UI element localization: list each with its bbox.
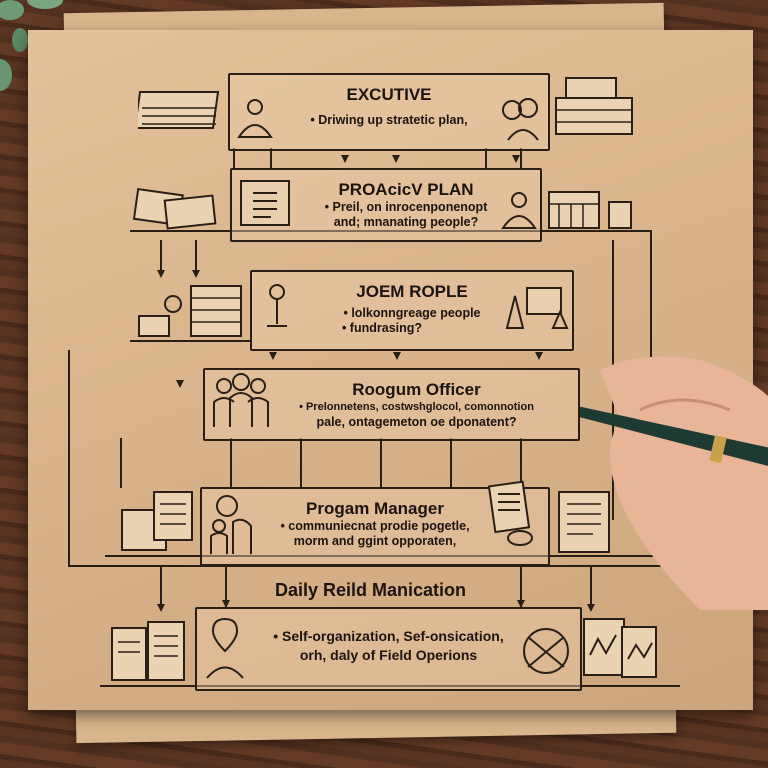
document-icon [488, 480, 533, 546]
joem-bullet-2: • fundrasing? [341, 321, 423, 335]
manager-title: Progam Manager [306, 499, 444, 518]
people-icon [502, 98, 539, 141]
plant-leaves-icon [0, 0, 63, 91]
book-stack-icon [555, 77, 633, 135]
officer-title: Roogum Officer [352, 380, 481, 399]
field-bullet-2: orh, daly of Field Operions [299, 647, 478, 663]
map-marker-person-icon [206, 617, 244, 679]
joem-role-box: JOEM ROPLE • lolkonngreage people • fund… [250, 270, 574, 351]
joem-bullet-1: • lolkonngreage people [343, 306, 481, 320]
team-icon [213, 373, 269, 427]
officer-box: Roogum Officer • Prelonnetens, costwshgl… [203, 368, 580, 441]
manager-bullet-1: • communiecnat prodie pogetle, [280, 519, 470, 533]
chart-papers-icon [583, 618, 657, 678]
person-icon [237, 99, 273, 138]
joem-title: JOEM ROPLE [356, 282, 468, 301]
checklist-icon [121, 491, 193, 551]
building-and-cup-icon [548, 191, 632, 229]
family-icon [210, 495, 252, 554]
proactive-bullet-1: • Preil, on inrocenponenopt [324, 200, 488, 214]
paper-stack-icon [138, 91, 220, 129]
report-papers-icon [558, 491, 610, 553]
person-icon [501, 192, 537, 229]
manager-bullet-2: morm and ggint opporaten, [293, 534, 457, 548]
compass-map-icon [523, 628, 569, 674]
location-pin-icon [267, 284, 287, 327]
clipboard-icon [240, 180, 290, 226]
field-bullet-1: • Self-organization, Sef-onsication, [273, 628, 504, 644]
officer-bullet-2: pale, ontagemeton oe dponatent? [316, 415, 517, 429]
executive-box: EXCUTIVE • Driwing up stratetic plan, [228, 73, 550, 151]
hand-holding-pen [580, 356, 768, 610]
executive-title: EXCUTIVE [346, 85, 432, 104]
papers-icon [132, 187, 217, 230]
desk-and-ledger-icon [138, 285, 242, 337]
officer-bullet-1: • Prelonnetens, costwshglocol, comonnoti… [299, 401, 534, 413]
presentation-board-icon [505, 287, 569, 329]
proactive-title: PROAcicV PLAN [338, 180, 474, 199]
proactive-bullet-2: and; mnanating people? [333, 215, 479, 229]
field-operations-box: • Self-organization, Sef-onsication, orh… [195, 607, 582, 691]
executive-bullet: • Driwing up stratetic plan, [310, 113, 468, 127]
field-reports-icon [111, 621, 185, 681]
daily-field-label: Daily Reild Manication [275, 580, 467, 600]
